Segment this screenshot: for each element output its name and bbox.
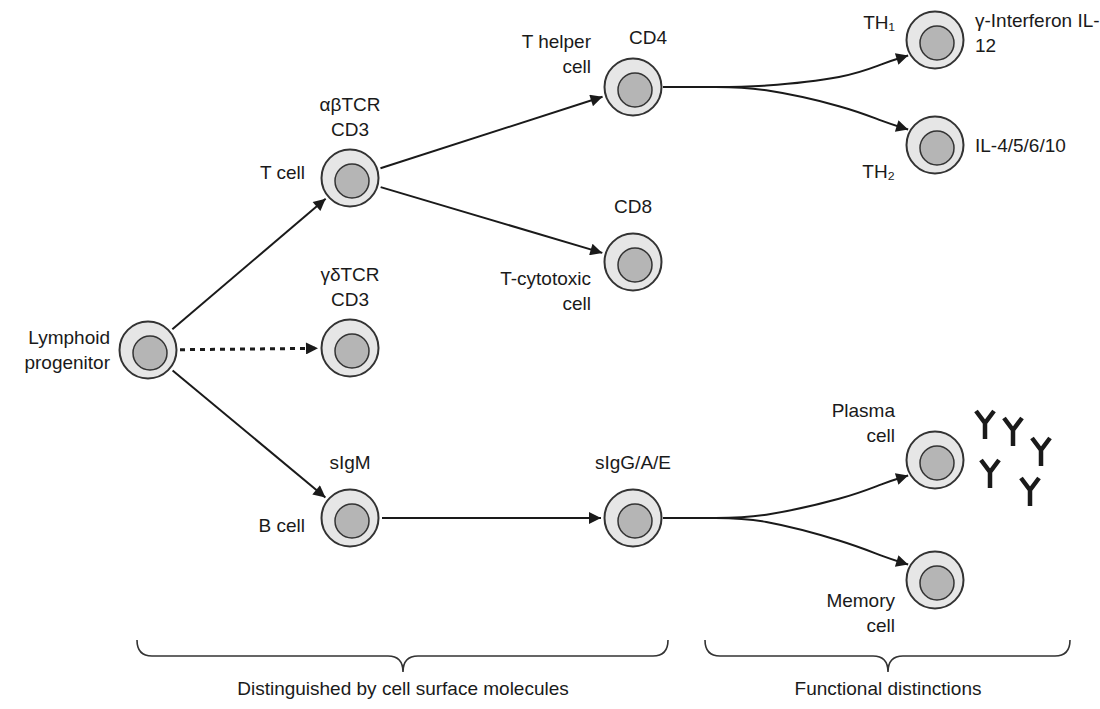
cell-sublabel: IL-4/5/6/10 xyxy=(975,133,1100,158)
cell-membrane xyxy=(907,117,964,174)
cell-nucleus xyxy=(618,73,652,107)
cell-outline xyxy=(118,320,178,380)
curly-brace xyxy=(137,640,668,672)
cell-membrane xyxy=(120,322,177,379)
cell-membrane xyxy=(605,234,662,291)
cell-label: γδTCR CD3 xyxy=(310,262,390,312)
cell-label: CD4 xyxy=(618,25,678,50)
arrow xyxy=(380,97,602,168)
cell-sublabel: T cell xyxy=(215,160,305,185)
cell-label: αβTCR CD3 xyxy=(310,92,390,142)
arrow xyxy=(173,370,326,497)
cell-outline xyxy=(603,57,663,117)
arrow xyxy=(663,56,908,88)
cell-membrane xyxy=(322,490,379,547)
cell-sublabel: B cell xyxy=(215,513,305,538)
memory-cell: Memory cell xyxy=(905,550,965,610)
curly-brace xyxy=(705,640,1070,672)
cell-membrane xyxy=(322,150,379,207)
cell-outline xyxy=(320,318,380,378)
cell-membrane xyxy=(605,490,662,547)
cell-label: sIgG/A/E xyxy=(583,450,683,475)
arrow xyxy=(381,187,603,253)
antibody-symbol xyxy=(976,411,994,439)
switched-b-cell: sIgG/A/E xyxy=(603,488,663,548)
cell-nucleus xyxy=(920,566,954,600)
cell-outline xyxy=(905,115,965,175)
cell-label: TH₁ xyxy=(845,10,895,35)
lymphoid-progenitor: Lymphoid progenitor xyxy=(118,320,178,380)
cell-sublabel: T-cytotoxic cell xyxy=(473,266,591,316)
cell-label: Memory cell xyxy=(800,588,895,638)
cell-membrane xyxy=(907,432,964,489)
cell-nucleus xyxy=(920,26,954,60)
cell-label: TH₂ xyxy=(845,159,895,184)
cell-label: sIgM xyxy=(310,450,390,475)
cell-sublabel: γ-Interferon IL-12 xyxy=(975,8,1100,58)
cell-outline xyxy=(905,550,965,610)
antibody-symbol xyxy=(1032,438,1050,466)
cell-nucleus xyxy=(920,131,954,165)
cell-label: Lymphoid progenitor xyxy=(0,325,110,375)
cell-membrane xyxy=(322,320,379,377)
cell-membrane xyxy=(605,59,662,116)
arrow xyxy=(663,87,908,130)
arrow xyxy=(663,476,908,519)
t-cytotoxic-cell: CD8T-cytotoxic cell xyxy=(603,232,663,292)
arrow xyxy=(382,517,601,519)
cell-membrane xyxy=(907,552,964,609)
cell-membrane xyxy=(907,12,964,69)
cell-outline xyxy=(905,430,965,490)
section-caption: Distinguished by cell surface molecules xyxy=(153,677,653,701)
cell-nucleus xyxy=(618,248,652,282)
cell-label: CD8 xyxy=(603,194,663,219)
cell-outline xyxy=(320,488,380,548)
arrow xyxy=(172,199,325,330)
cell-outline xyxy=(603,232,663,292)
cell-nucleus xyxy=(335,504,369,538)
arrow xyxy=(663,518,908,565)
antibody-symbol xyxy=(1004,418,1022,446)
cell-nucleus xyxy=(618,504,652,538)
cell-outline xyxy=(603,488,663,548)
cell-sublabel: T helper cell xyxy=(501,29,591,79)
gamma-delta-t-cell: γδTCR CD3 xyxy=(320,318,380,378)
antibody-symbol xyxy=(1021,478,1039,506)
bracket xyxy=(137,640,1070,672)
cell-nucleus xyxy=(133,336,167,370)
plasma-cell: Plasma cell xyxy=(905,430,965,490)
cell-label: Plasma cell xyxy=(805,398,895,448)
cell-nucleus xyxy=(335,164,369,198)
cell-outline xyxy=(320,148,380,208)
b-cell: sIgMB cell xyxy=(320,488,380,548)
dotted-arrow xyxy=(180,348,318,349)
t-helper-cell: CD4T helper cell xyxy=(603,57,663,117)
t-cell: αβTCR CD3T cell xyxy=(320,148,380,208)
cell-nucleus xyxy=(920,446,954,480)
cell-outline xyxy=(905,10,965,70)
section-caption: Functional distinctions xyxy=(638,677,1100,701)
antibody-symbols xyxy=(976,411,1050,506)
cell-nucleus xyxy=(335,334,369,368)
th2-cell: TH₂IL-4/5/6/10 xyxy=(905,115,965,175)
th1-cell: TH₁γ-Interferon IL-12 xyxy=(905,10,965,70)
antibody-symbol xyxy=(981,460,999,488)
